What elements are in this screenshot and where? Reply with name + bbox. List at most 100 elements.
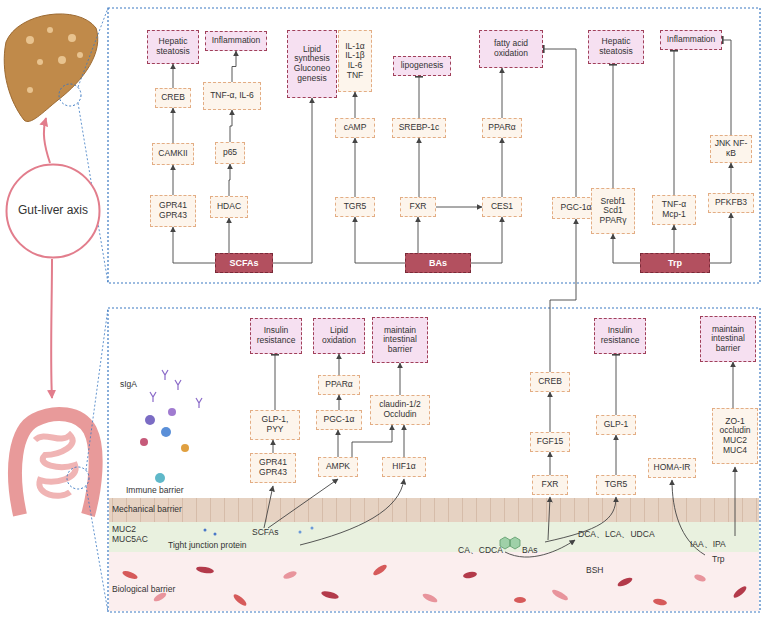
node-text: IL-1α IL-1β IL-6 TNF	[341, 42, 369, 80]
inhibition-connector	[543, 49, 576, 197]
node-text: HDAC	[217, 202, 241, 212]
process-box: CREB	[155, 88, 191, 108]
leader-arrow	[505, 540, 575, 557]
bacterium	[421, 592, 438, 604]
annotation-label: MUC2 MUC5AC	[112, 525, 152, 544]
arrow-connector	[229, 164, 230, 196]
outcome-box: Inflammation	[660, 30, 722, 50]
annotation-label: Tight junction protein	[168, 541, 247, 551]
process-box: FXR	[400, 197, 436, 217]
arrow-connector	[355, 138, 356, 197]
annotation-label: CA、CDCA	[458, 546, 503, 556]
node-text: Lipid synthesis Gluconeo genesis	[290, 45, 334, 83]
arrow-connector	[338, 430, 339, 457]
arrow-connector	[550, 392, 551, 432]
small-intestine	[35, 435, 76, 496]
annotation-label: SCFAs	[252, 528, 278, 538]
process-box: p65	[215, 142, 245, 164]
annotation-label: BSH	[586, 566, 603, 576]
arrow-connector	[173, 108, 174, 143]
inhibition-connector	[275, 354, 276, 410]
mechanical-barrier-band	[109, 498, 759, 522]
node-text: FGF15	[537, 437, 563, 447]
process-box: TNF-α, IL-6	[203, 82, 261, 110]
process-box: GLP-1	[596, 415, 636, 435]
bacterium	[232, 593, 248, 608]
node-text: HOMA-IR	[654, 463, 691, 473]
bacterium	[321, 590, 340, 600]
process-box: PPARα	[318, 375, 360, 395]
node-text: SREBP-1c	[399, 123, 440, 133]
node-text: fatty acid oxidation	[482, 39, 540, 58]
arrow-connector	[352, 425, 392, 457]
scfa-dot	[311, 527, 314, 530]
annotation-label: sIgA	[120, 380, 137, 390]
tight-junction-dot	[204, 529, 207, 532]
node-text: Gut-liver axis	[18, 204, 88, 217]
process-box: FXR	[532, 475, 568, 495]
node-text: TNF-α Mcp-1	[655, 200, 693, 219]
immune-cell	[161, 427, 171, 437]
mucus-layer	[109, 522, 759, 552]
colon-illustration	[15, 414, 96, 515]
node-text: Insulin resistance	[597, 326, 643, 345]
arrow-connector	[229, 218, 230, 253]
leader-arrow	[735, 467, 736, 536]
metabolite-box: SCFAs	[215, 253, 273, 273]
magnifier-circle	[59, 84, 81, 106]
process-box: TGR5	[335, 197, 375, 217]
bacterium	[653, 598, 668, 606]
process-box: HDAC	[210, 196, 248, 218]
node-text: maintain intestinal barrier	[703, 325, 753, 354]
immune-cell	[140, 438, 148, 446]
immune-cell	[168, 408, 176, 416]
fat-droplet	[37, 59, 43, 65]
node-text: Trp	[668, 258, 682, 268]
outcome-box: Hepatic steatosis	[147, 30, 199, 64]
outcome-box: Lipid synthesis Gluconeo genesis	[287, 30, 337, 98]
immune-cell	[155, 473, 165, 483]
node-text: ZO-1 occludin MUC2 MUC4	[715, 417, 755, 455]
fat-droplet	[27, 87, 33, 93]
bacterium	[282, 570, 297, 580]
arrow-connector	[502, 138, 503, 197]
axis-circle: Gut-liver axis	[5, 163, 101, 259]
node-text: PPARα	[325, 380, 352, 390]
annotation-label: DCA、LCA、UDCA	[578, 530, 655, 540]
biological-barrier-band	[109, 552, 759, 611]
siga-antibody	[150, 370, 202, 408]
node-text: PGC-1α	[561, 203, 592, 213]
node-text: BAs	[429, 258, 447, 268]
process-box: GPR41 GPR43	[250, 453, 296, 483]
node-text: Insulin resistance	[253, 326, 299, 345]
node-text: PFKFB3	[715, 198, 747, 208]
bacterium	[463, 571, 478, 579]
outcome-box: Inflammation	[205, 31, 267, 51]
leader-arrow	[548, 497, 550, 540]
annotation-label: IAA、IPA	[690, 540, 726, 550]
process-box: PGC-1α	[316, 410, 362, 430]
process-box: claudin-1/2 Occludin	[370, 395, 430, 425]
node-text: maintain intestinal barrier	[375, 326, 425, 355]
node-text: SCFAs	[229, 258, 258, 268]
metabolite-box: Trp	[640, 253, 710, 273]
process-box: FGF15	[530, 432, 570, 452]
process-box: CES1	[482, 197, 522, 217]
node-text: Inflammation	[667, 35, 716, 45]
node-text: FXR	[542, 480, 559, 490]
process-box: GPR41 GPR43	[150, 195, 196, 227]
arrow-connector	[733, 362, 734, 408]
inhibition-connector	[613, 64, 614, 188]
process-box: HIF1α	[382, 457, 426, 477]
outcome-box: Hepatic steatosis	[588, 30, 644, 64]
node-text: PPARα	[488, 123, 515, 133]
node-text: GLP-1, PYY	[253, 415, 297, 434]
immune-cell	[145, 415, 155, 425]
outcome-box: Insulin resistance	[250, 318, 302, 354]
process-box: GLP-1, PYY	[250, 410, 300, 440]
arrow-connector	[404, 425, 405, 457]
process-box: PPARα	[482, 118, 522, 138]
node-text: CES1	[491, 202, 513, 212]
leader-arrow	[300, 479, 404, 545]
node-text: Srebf1 Scd1 PPARγ	[594, 197, 632, 226]
